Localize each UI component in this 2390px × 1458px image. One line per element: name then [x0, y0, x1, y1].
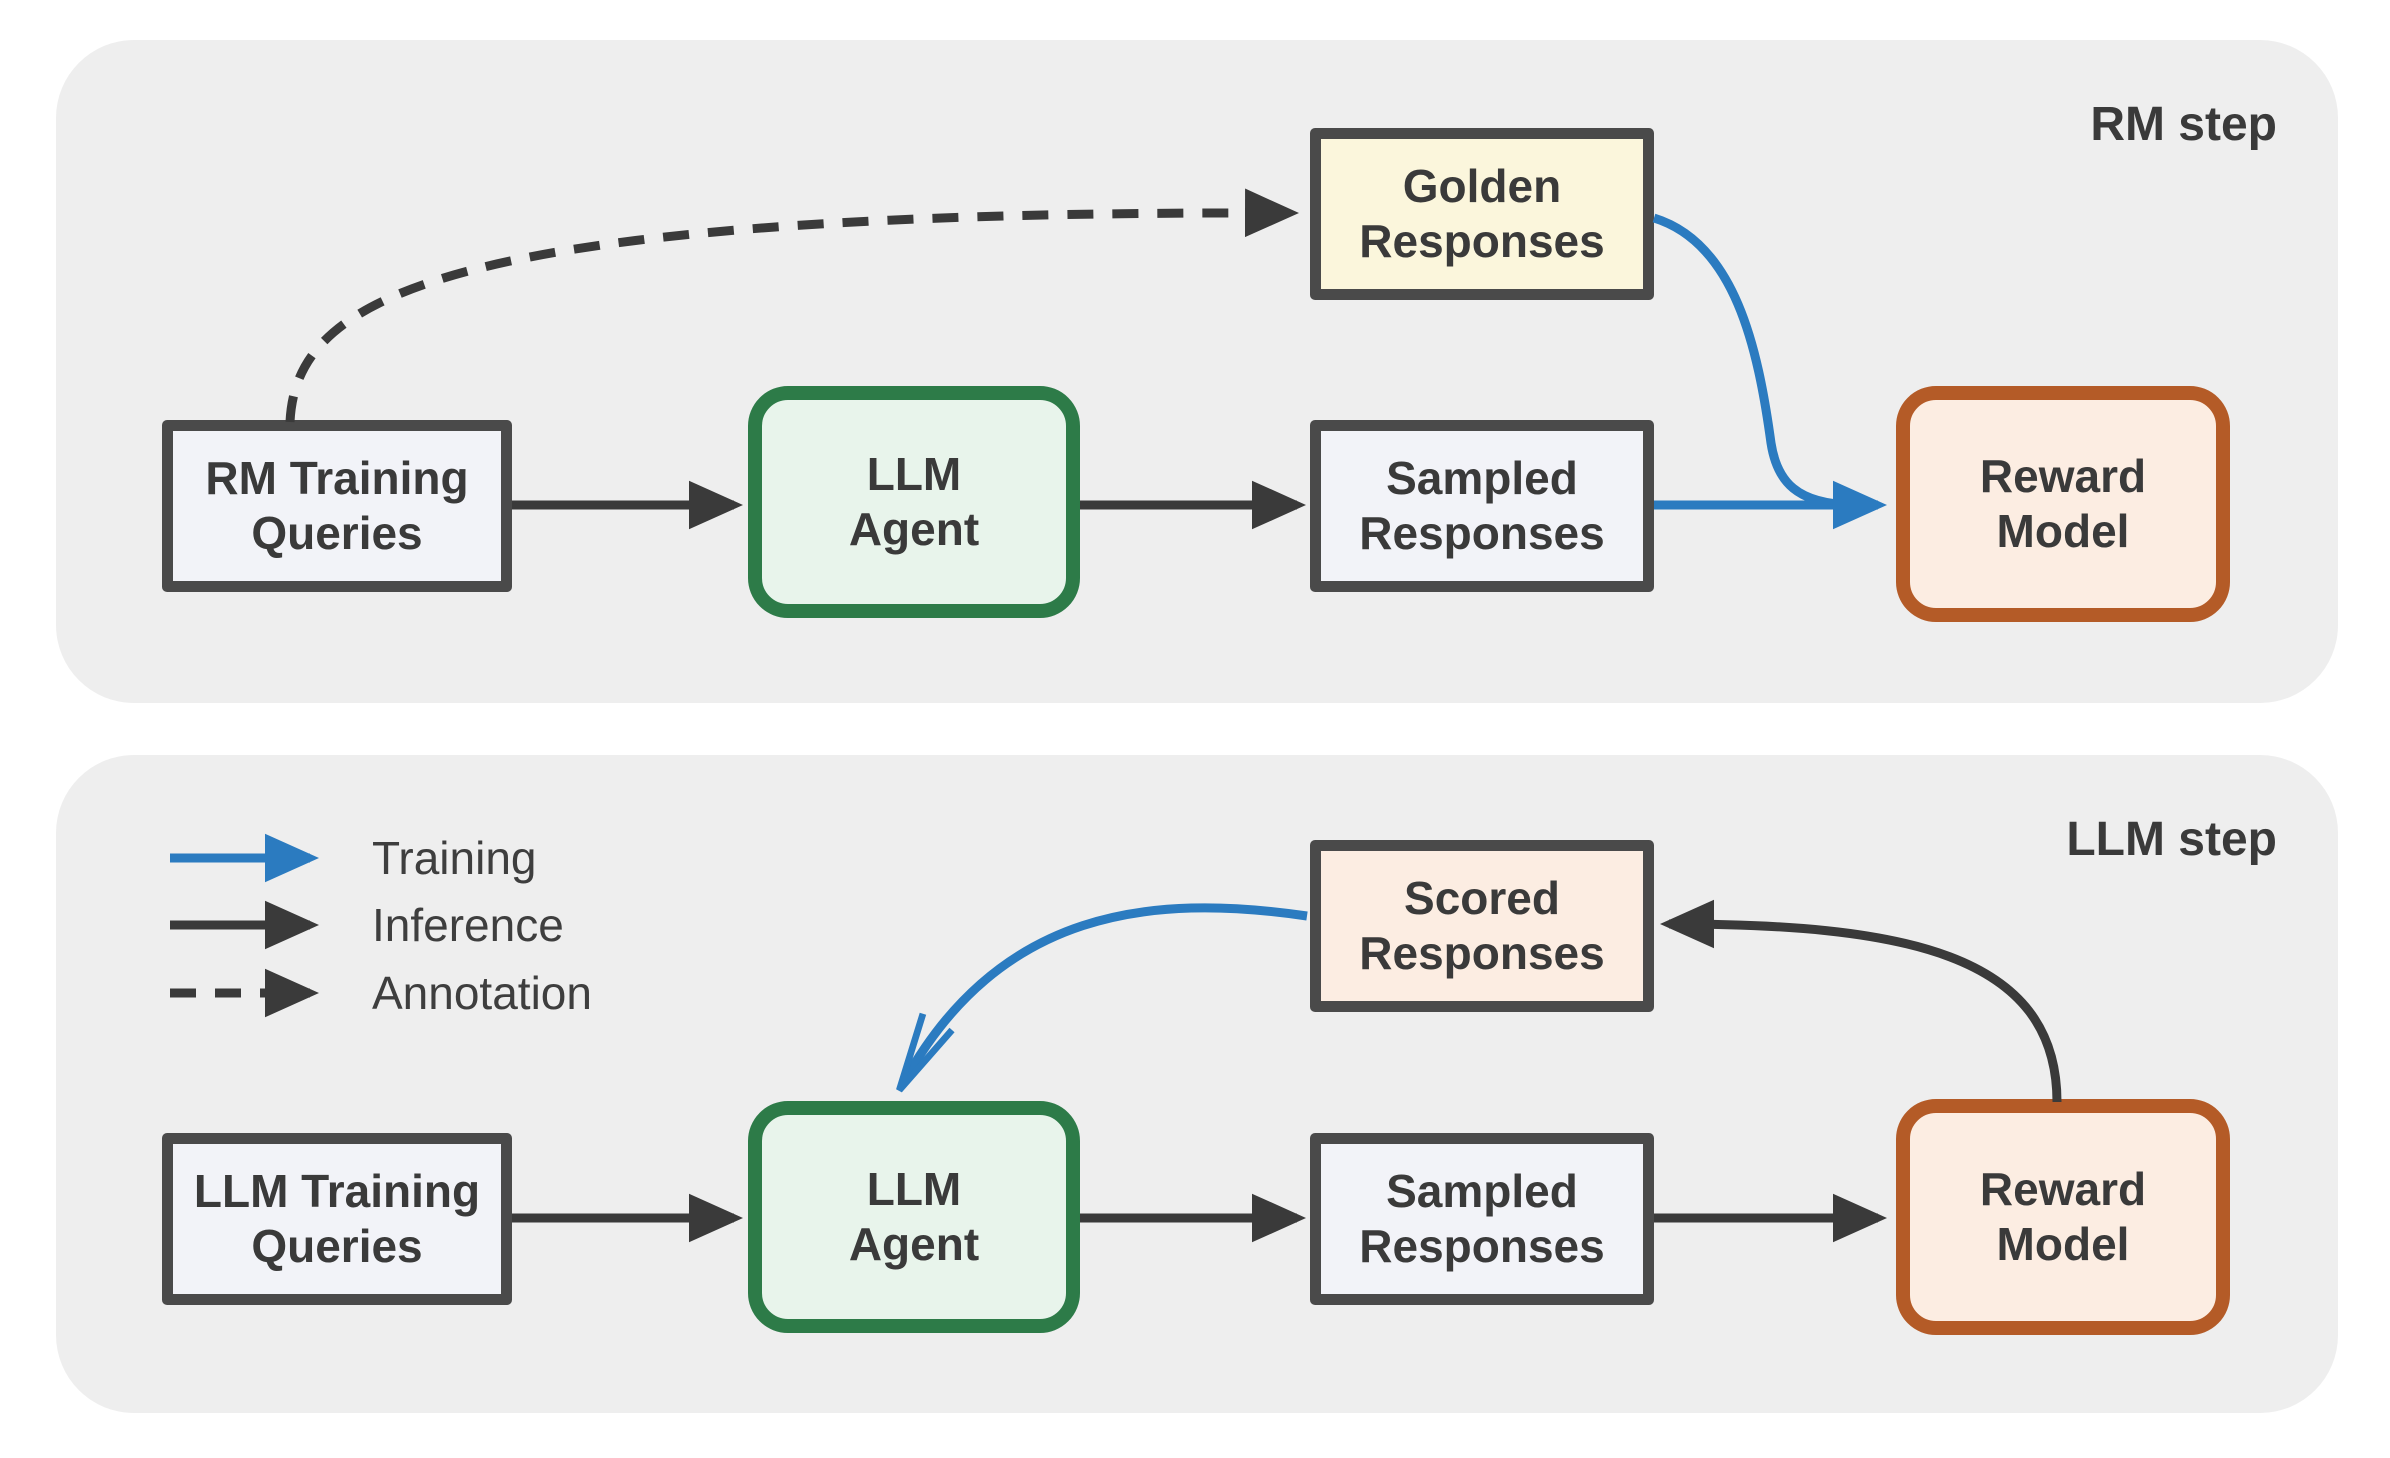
node-scored-responses: Scored Responses: [1310, 840, 1654, 1012]
llm-step-label: LLM step: [2066, 813, 2277, 866]
legend-label-inference: Inference: [372, 899, 564, 951]
sampled-responses-rm-label: Sampled Responses: [1359, 451, 1605, 559]
rm-step-label: RM step: [2090, 98, 2277, 151]
node-llm-agent-llm: LLM Agent: [748, 1101, 1080, 1333]
golden-responses-label: Golden Responses: [1359, 159, 1605, 267]
node-reward-model-rm: Reward Model: [1896, 386, 2230, 622]
scored-responses-label: Scored Responses: [1359, 871, 1605, 979]
llm-agent-llm-label: LLM Agent: [848, 1162, 980, 1270]
node-rm-training-queries: RM Training Queries: [162, 420, 512, 592]
legend-label-training: Training: [372, 832, 537, 884]
node-sampled-responses-llm: Sampled Responses: [1310, 1133, 1654, 1305]
node-golden-responses: Golden Responses: [1310, 128, 1654, 300]
node-llm-agent-rm: LLM Agent: [748, 386, 1080, 618]
llm-agent-rm-label: LLM Agent: [848, 447, 980, 555]
legend-label-annotation: Annotation: [372, 967, 592, 1019]
node-llm-training-queries: LLM Training Queries: [162, 1133, 512, 1305]
llm-training-queries-label: LLM Training Queries: [193, 1164, 481, 1272]
rm-training-queries-label: RM Training Queries: [205, 451, 469, 559]
node-sampled-responses-rm: Sampled Responses: [1310, 420, 1654, 592]
reward-model-llm-label: Reward Model: [1979, 1162, 2147, 1270]
reward-model-rm-label: Reward Model: [1979, 449, 2147, 557]
node-reward-model-llm: Reward Model: [1896, 1099, 2230, 1335]
sampled-responses-llm-label: Sampled Responses: [1359, 1164, 1605, 1272]
